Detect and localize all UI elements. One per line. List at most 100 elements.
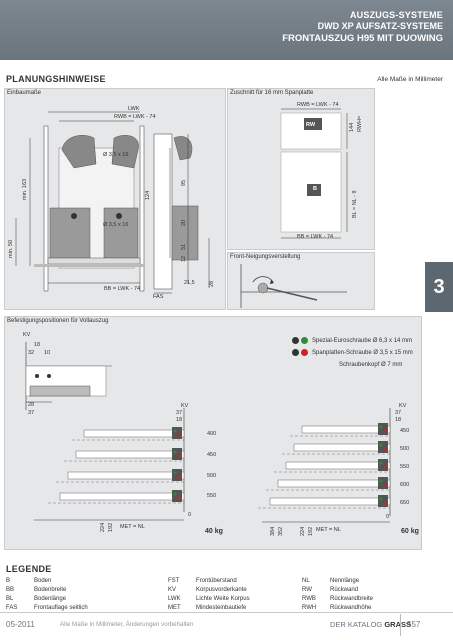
zuschnitt-rwh-label: RWH= <box>357 115 363 132</box>
right-bottom-224: 224 <box>300 526 306 536</box>
dim-min-163: min. 163 <box>22 178 28 200</box>
screw-euro-marker <box>379 461 383 465</box>
left-len-400: 400 <box>207 431 217 437</box>
zuschnitt-rw: RW <box>306 122 316 128</box>
zuschnitt-bl: BL = NL - 9 <box>352 190 358 218</box>
zuschnitt-bb: BB = LWK - 74 <box>297 234 334 240</box>
legend-value: Korpusvorderkante <box>196 587 247 593</box>
rail-profile <box>277 479 391 488</box>
rail-profile <box>269 497 391 506</box>
rail-profile <box>59 492 185 501</box>
rail-profile <box>293 443 391 452</box>
header-line-3: FRONTAUSZUG H95 MIT DUOWING <box>282 33 443 44</box>
right-18: 18 <box>395 417 402 423</box>
section-title: PLANUNGSHINWEISE <box>6 74 106 84</box>
dim-51: 51 <box>181 243 187 250</box>
rail-profile <box>285 461 391 470</box>
left-load: 40 kg <box>205 528 223 535</box>
dim-lwk: LWK <box>128 106 140 112</box>
legend-value: Mindesteinbautiefe <box>196 605 247 611</box>
legend-key: RWH <box>302 605 317 611</box>
screw-span-marker <box>383 483 387 487</box>
right-zero: 0 <box>386 514 390 520</box>
legend-key: BB <box>6 587 15 593</box>
befestigung-detail <box>25 342 112 410</box>
screw-euro-marker <box>173 492 177 496</box>
legend-key: FAS <box>6 605 18 611</box>
footer-katalog: DER KATALOG GRASS <box>330 620 411 629</box>
legend-key: RW <box>302 587 312 593</box>
dim-95: 95 <box>181 179 187 186</box>
screw-euro-marker <box>379 425 383 429</box>
detail-10: 10 <box>44 350 51 356</box>
screw-euro-marker <box>379 443 383 447</box>
rail-bracket <box>378 477 388 489</box>
screw-euro-marker <box>173 450 177 454</box>
left-len-500: 500 <box>207 473 217 479</box>
dim-12: 12 <box>181 255 187 262</box>
dim-21-5: 21,5 <box>184 280 195 286</box>
legend-screw-head: Schraubenkopf Ø 7 mm <box>339 362 403 368</box>
screw-euro-dot <box>301 337 308 344</box>
footer-katalog-text: DER KATALOG <box>330 620 383 629</box>
rail-bracket <box>172 490 182 502</box>
screw-span-marker <box>177 496 181 500</box>
zuschnitt-rwb: RWB = LWK - 74 <box>297 102 339 108</box>
detail-32: 32 <box>28 350 35 356</box>
rail-profile <box>83 429 185 438</box>
zuschnitt-drawing <box>280 108 348 239</box>
rail-bracket <box>378 495 388 507</box>
legend-key: B <box>6 578 11 584</box>
dim-20: 20 <box>181 219 187 226</box>
right-load: 60 kg <box>401 528 419 535</box>
rail-bracket <box>378 423 388 435</box>
header-line-2: DWD XP AUFSATZ-SYSTEME <box>317 21 443 31</box>
left-18: 18 <box>176 417 183 423</box>
dim-screw-b: Ø 3,5 x 16 <box>103 222 129 228</box>
legend-value: Boden <box>34 578 52 584</box>
rail-profile <box>67 471 185 480</box>
einbau-drawing <box>15 111 210 294</box>
right-37: 37 <box>395 410 402 416</box>
legend-key: NL <box>302 578 310 584</box>
units-note: Alle Maße in Millimeter <box>377 76 443 83</box>
screw-span-marker <box>383 501 387 505</box>
dim-min-50: min. 50 <box>8 239 14 258</box>
rail-profile <box>75 450 185 459</box>
dim-bb: BB = LWK - 74 <box>104 286 141 292</box>
left-bottom-224: 224 <box>100 522 106 532</box>
detail-37: 37 <box>28 410 35 416</box>
screw-span-marker <box>383 447 387 451</box>
right-len-450: 450 <box>400 428 410 434</box>
footer-grass-brand: GRASS <box>384 620 411 629</box>
zuschnitt-rwh: 144 <box>349 122 355 132</box>
screw-euro-marker <box>173 471 177 475</box>
legend-euro-screw: Spezial-Euroschraube Ø 6,3 x 14 mm <box>312 338 413 344</box>
header-line-1: AUSZUGS-SYSTEME <box>349 10 443 20</box>
screw-span-marker <box>177 433 181 437</box>
left-kv: KV <box>181 403 189 409</box>
left-len-550: 550 <box>207 493 217 499</box>
legende-title: LEGENDE <box>6 564 52 574</box>
header-bar <box>0 0 453 60</box>
screw-span-marker <box>177 454 181 458</box>
left-len-450: 450 <box>207 452 217 458</box>
legend-value: Frontauflage seitlich <box>34 605 88 611</box>
right-kv: KV <box>399 403 407 409</box>
panel-front-neigung-title: Front-Neigungsverstellung <box>230 254 301 260</box>
right-len-550: 550 <box>400 464 410 470</box>
left-37: 37 <box>176 410 183 416</box>
detail-kv: KV <box>23 332 31 338</box>
legend-key: BL <box>6 596 14 602</box>
rail-diagram-left <box>34 408 185 521</box>
chapter-tab[interactable]: 3 <box>425 262 453 312</box>
rail-diagram-right <box>258 408 391 523</box>
footer-date: 05-2011 <box>6 620 35 629</box>
left-met: MET = NL <box>120 524 145 530</box>
right-met: MET = NL <box>316 527 341 533</box>
screw-span-marker <box>383 465 387 469</box>
zuschnitt-b: B <box>313 186 317 192</box>
right-bottom-192: 192 <box>308 526 314 536</box>
legend-key: MET <box>168 605 181 611</box>
screw-euro-marker <box>379 479 383 483</box>
